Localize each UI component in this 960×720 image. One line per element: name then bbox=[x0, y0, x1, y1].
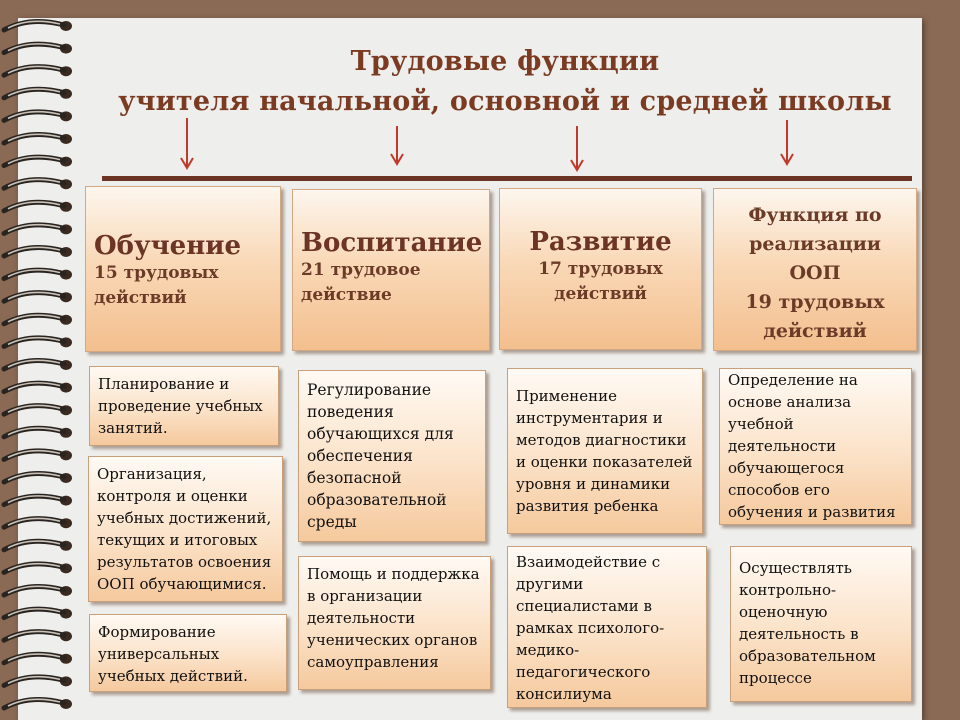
binding-ring bbox=[4, 676, 72, 686]
binding-ring bbox=[4, 157, 72, 167]
labor-action-card: Формирование универсальных учебных дейст… bbox=[89, 614, 287, 692]
binding-ring bbox=[4, 44, 72, 54]
binding-ring bbox=[4, 270, 72, 280]
binding-ring bbox=[4, 247, 72, 257]
labor-action-card: Организация, контроля и оценки учебных д… bbox=[88, 456, 283, 602]
binding-ring bbox=[4, 496, 72, 506]
binding-ring bbox=[4, 360, 72, 370]
binding-ring bbox=[4, 134, 72, 144]
binding-ring bbox=[4, 405, 72, 415]
binding-ring bbox=[4, 450, 72, 460]
function-box-razvitie: Развитие 17 трудовых действий bbox=[499, 188, 702, 350]
labor-action-card: Определение на основе анализа учебной де… bbox=[719, 368, 912, 525]
binding-ring bbox=[4, 699, 72, 709]
title-line-2: учителя начальной, основной и средней шк… bbox=[90, 86, 920, 117]
binding-ring bbox=[4, 111, 72, 121]
binding-ring bbox=[4, 654, 72, 664]
labor-action-card: Взаимодействие с другими специалистами в… bbox=[507, 546, 707, 708]
title-line-1: Трудовые функции bbox=[90, 46, 920, 77]
binding-ring bbox=[4, 631, 72, 641]
binding-ring bbox=[4, 66, 72, 76]
function-action-count: 19 трудовых действий bbox=[720, 288, 910, 346]
binding-ring bbox=[4, 473, 72, 483]
labor-action-card: Регулирование поведения обучающихся для … bbox=[298, 370, 486, 542]
labor-action-card: Осуществлять контрольно- оценочную деяте… bbox=[730, 546, 912, 702]
function-box-obuchenie: Обучение 15 трудовых действий bbox=[85, 186, 281, 352]
function-title: Развитие bbox=[506, 227, 695, 257]
function-action-count: 21 трудовое действие bbox=[301, 258, 481, 308]
labor-action-card: Применение инструментария и методов диаг… bbox=[507, 368, 703, 534]
binding-ring bbox=[4, 89, 72, 99]
arrow-down-icon bbox=[389, 126, 405, 166]
binding-ring bbox=[4, 337, 72, 347]
binding-ring bbox=[4, 179, 72, 189]
binding-ring bbox=[4, 563, 72, 573]
function-title: Воспитание bbox=[301, 228, 481, 258]
function-action-count: 17 трудовых действий bbox=[506, 257, 695, 307]
function-title: Обучение bbox=[94, 231, 272, 261]
header-rule bbox=[102, 176, 912, 181]
binding-ring bbox=[4, 586, 72, 596]
binding-ring bbox=[4, 609, 72, 619]
labor-action-card: Помощь и поддержка в организации деятель… bbox=[298, 556, 491, 690]
binding-ring bbox=[4, 21, 72, 31]
binding-ring bbox=[4, 428, 72, 438]
binding-ring bbox=[4, 315, 72, 325]
function-box-oop: Функция по реализации ООП 19 трудовых де… bbox=[713, 188, 917, 351]
arrow-down-icon bbox=[179, 118, 195, 170]
function-box-vospitanie: Воспитание 21 трудовое действие bbox=[292, 189, 490, 351]
arrow-down-icon bbox=[779, 120, 795, 166]
binding-ring bbox=[4, 202, 72, 212]
function-action-count: 15 трудовых действий bbox=[94, 261, 272, 311]
binding-ring bbox=[4, 383, 72, 393]
binding-ring bbox=[4, 292, 72, 302]
function-title: Функция по реализации ООП bbox=[720, 201, 910, 288]
arrow-down-icon bbox=[569, 126, 585, 172]
binding-ring bbox=[4, 518, 72, 528]
binding-ring bbox=[4, 224, 72, 234]
labor-action-card: Планирование и проведение учебных заняти… bbox=[89, 366, 279, 446]
binding-ring bbox=[4, 541, 72, 551]
spiral-binding bbox=[0, 10, 90, 720]
